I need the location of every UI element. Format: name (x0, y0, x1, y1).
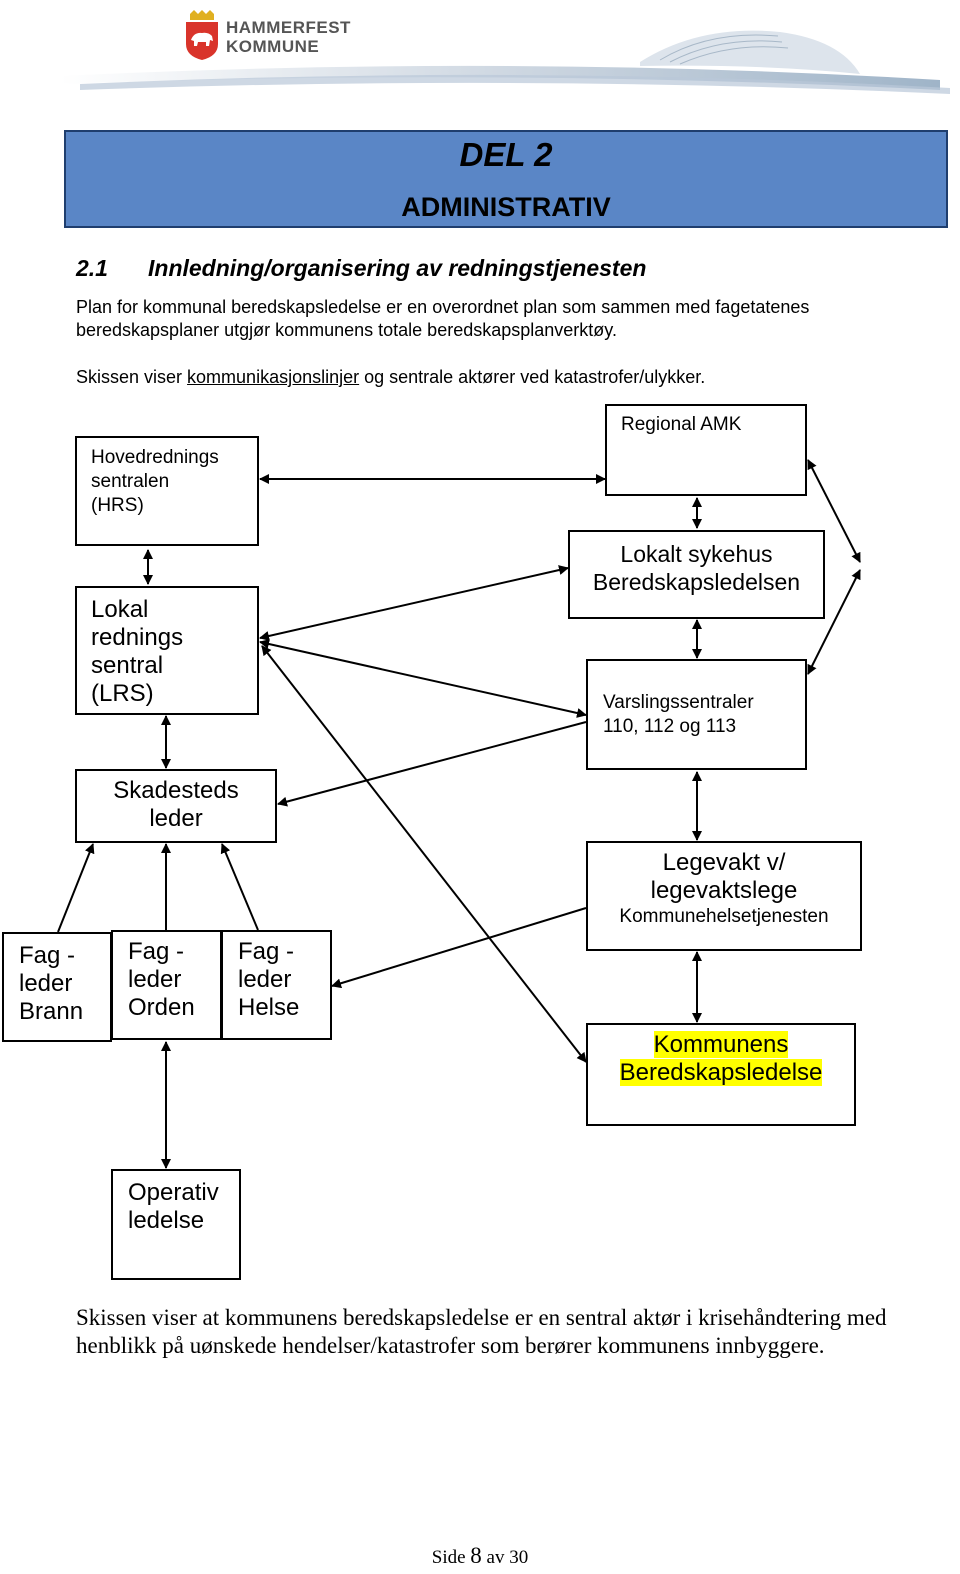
page-number: 8 (470, 1543, 482, 1568)
arrow-amk-right-lower (807, 569, 861, 675)
lrs-line3: sentral (91, 652, 164, 679)
helse-line3: Helse (238, 994, 300, 1021)
box-operativ-ledelse: Operativ ledelse (111, 1169, 241, 1280)
footer-prefix: Side (431, 1547, 471, 1568)
lrs-line2: rednings (91, 624, 184, 651)
arrow-brann-skadested (57, 843, 95, 933)
logo-text: HAMMERFEST KOMMUNE (226, 18, 351, 56)
lrs-line1: Lokal (91, 596, 149, 623)
skadested-line2: leder (149, 805, 203, 832)
sykehus-line2: Beredskapsledelsen (592, 569, 801, 595)
brann-line3: Brann (19, 998, 84, 1025)
box-fagleder-helse: Fag - leder Helse (221, 930, 332, 1040)
summary-line-2: henblikk på uønskede hendelser/katastrof… (76, 1333, 825, 1358)
section-heading: 2.1 Innledning/organisering av redningstj… (76, 255, 646, 282)
page-footer: Side 8 av 30 (0, 1543, 960, 1569)
arrow-varsling-skadested (277, 721, 587, 807)
brann-line2: leder (19, 970, 73, 997)
arrow-lrs-kommune (261, 645, 587, 1063)
skadested-line1: Skadesteds (113, 777, 239, 804)
box-varslingssentraler: Varslingssentraler 110, 112 og 113 (586, 659, 807, 770)
arrow-legevakt-helse (331, 907, 587, 989)
orden-line1: Fag - (128, 938, 185, 965)
varsling-line1: Varslingssentraler (603, 692, 754, 713)
logo-line1: HAMMERFEST (226, 18, 351, 37)
heading-number: 2.1 (76, 255, 108, 281)
sketch-suffix: og sentrale aktører ved katastrofer/ulyk… (359, 367, 706, 387)
diagram-arrows (57, 459, 861, 1169)
legevakt-line2: legevaktslege (650, 877, 798, 904)
legevakt-line3: Kommunehelsetjenesten (619, 906, 829, 927)
arrow-lrs-sykehus (259, 565, 569, 641)
helse-line2: leder (238, 966, 292, 993)
hrs-line3: (HRS) (91, 495, 144, 516)
sketch-link: kommunikasjonslinjer (187, 367, 360, 387)
operativ-line2: ledelse (128, 1207, 205, 1234)
section-title: ADMINISTRATIV (401, 192, 611, 222)
polar-bear-shield-icon (186, 10, 218, 60)
box-lokalt-sykehus: Lokalt sykehus Beredskapsledelsen (568, 530, 825, 619)
orden-line3: Orden (128, 994, 195, 1021)
sketch-prefix: Skissen viser (76, 367, 188, 387)
summary-line-1: Skissen viser at kommunens beredskapsled… (76, 1305, 887, 1330)
arrow-lrs-varsling (259, 639, 587, 718)
organisation-diagram: Hovedrednings sentralen (HRS) Regional A… (0, 400, 960, 1290)
box-legevakt: Legevakt v/ legevaktslege Kommunehelsetj… (586, 841, 862, 951)
box-skadesteds-leder: Skadesteds leder (75, 769, 277, 843)
hrs-line2: sentralen (91, 471, 170, 492)
operativ-line1: Operativ (128, 1179, 219, 1206)
arrow-helse-skadested (220, 843, 259, 931)
sketch-description: Skissen viser kommunikasjonslinjer og se… (76, 366, 705, 389)
section-part: DEL 2 (459, 136, 553, 173)
kommune-line1: Kommunens (653, 1031, 789, 1058)
orden-line2: leder (128, 966, 182, 993)
box-regional-amk: Regional AMK (605, 404, 807, 496)
legevakt-line1: Legevakt v/ (662, 849, 786, 876)
arrow-amk-right-upper (807, 459, 861, 563)
box-fagleder-brann: Fag - leder Brann (2, 932, 112, 1042)
lrs-line4: (LRS) (91, 680, 154, 707)
page-header: HAMMERFEST KOMMUNE (0, 0, 960, 100)
intro-line-1: Plan for kommunal beredskapsledelse er e… (76, 297, 810, 317)
box-lrs: Lokal rednings sentral (LRS) (75, 586, 259, 715)
box-kommunens-beredskapsledelse: Kommunens Beredskapsledelse (586, 1023, 856, 1126)
sykehus-line1: Lokalt sykehus (620, 541, 773, 567)
box-hrs: Hovedrednings sentralen (HRS) (75, 436, 259, 546)
logo-line2: KOMMUNE (226, 37, 320, 56)
footer-suffix: av 30 (481, 1547, 529, 1568)
section-banner: DEL 2 ADMINISTRATIV (64, 130, 948, 228)
heading-text: Innledning/organisering av redningstjene… (148, 255, 647, 281)
intro-line-2: beredskapsplaner utgjør kommunens totale… (76, 320, 617, 340)
helse-line1: Fag - (238, 938, 295, 965)
varsling-line2: 110, 112 og 113 (603, 716, 737, 737)
brann-line1: Fag - (19, 942, 76, 969)
hrs-line1: Hovedrednings (91, 447, 219, 468)
header-wave-graphic (60, 30, 950, 94)
amk-label: Regional AMK (621, 414, 742, 435)
box-fagleder-orden: Fag - leder Orden (111, 930, 222, 1040)
kommune-line2: Beredskapsledelse (619, 1059, 823, 1086)
